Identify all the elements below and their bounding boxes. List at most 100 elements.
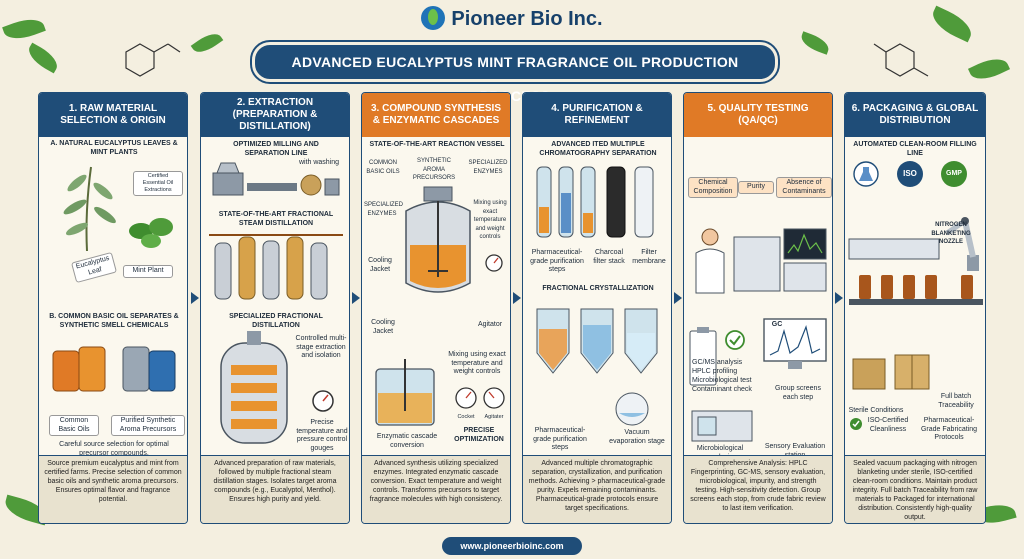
step-3-footer: Advanced synthesis utilizing specialized… <box>362 455 510 523</box>
step-4-panel: 4. PURIFICATION & REFINEMENT ADVANCED IT… <box>522 92 672 524</box>
enzymes-label-b: SPECIALIZED ENZYMES <box>364 202 404 217</box>
enzymes-label-a: SPECIALIZED ENZYMES <box>468 160 508 175</box>
step-6-body: AUTOMATED CLEAN-ROOM FILLING LINE ISO GM… <box>845 137 985 455</box>
vacuum-evaporator-icon <box>615 392 649 426</box>
distillation-vessel-icon <box>220 331 288 444</box>
step-1-sub-a: A. NATURAL EUCALYPTUS LEAVES & MINT PLAN… <box>50 140 178 156</box>
step-2-panel: 2. EXTRACTION (PREPARATION & DISTILLATIO… <box>200 92 350 524</box>
shipping-box-icon <box>852 354 930 390</box>
charcoal-label: Charcoal filter stack <box>593 249 625 265</box>
microbiology-lab-icon <box>691 410 753 442</box>
fractional-distillation-label: SPECIALIZED FRACTIONAL DISTILLATION <box>229 313 323 329</box>
flask-icon <box>853 161 879 187</box>
crystallization-label: FRACTIONAL CRYSTALLIZATION <box>542 285 654 292</box>
chromatography-label: ADVANCED ITED MULTIPLE CHROMATOGRAPHY SE… <box>539 141 657 157</box>
milling-line-label: OPTIMIZED MILLING AND SEPARATION LINE <box>233 141 319 157</box>
flow-arrow-icon <box>352 292 360 304</box>
eucalyptus-leaf-tag: Eucalyptus Leaf <box>70 251 118 284</box>
gauges-label: Precise temperature and pressure control… <box>296 419 348 452</box>
clipboard-icon <box>689 327 717 386</box>
step-6-footer: Sealed vacuum packaging with nitrogen bl… <box>845 455 985 523</box>
step-4-footer: Advanced multiple chromatographic separa… <box>523 455 671 523</box>
molecule-right <box>873 43 929 77</box>
checklist-item: Microbiological test <box>692 377 752 384</box>
step-1-panel: 1. RAW MATERIAL SELECTION & ORIGIN A. NA… <box>38 92 188 524</box>
flow-arrow-icon <box>835 292 843 304</box>
eucalyptus-branch-icon <box>63 166 116 252</box>
multistage-label: Controlled multi-stage extraction and is… <box>295 335 347 359</box>
brand-header: Pioneer Bio Inc. <box>0 6 1024 31</box>
common-oils-tag: Common Basic Oils <box>49 415 99 436</box>
flow-arrow-icon <box>674 292 682 304</box>
vacuum-label: Vacuum evaporation stage <box>609 429 665 445</box>
step-2-footer: Advanced preparation of raw materials, f… <box>201 455 349 523</box>
gauge-label-b: Agitater <box>484 414 504 420</box>
flow-arrow-icon <box>191 292 199 304</box>
step-5-header: 5. QUALITY TESTING (QA/QC) <box>684 93 832 137</box>
flow-arrow-icon <box>513 292 521 304</box>
mixing-label-a: Mixing using exact temperature and weigh… <box>473 200 507 240</box>
qa-chip-purity: Purity <box>738 181 774 194</box>
nitrogen-nozzle-label: NITROGEN BLANKETING NOZZLE <box>931 222 971 245</box>
agitator-label: Agitator <box>477 321 503 328</box>
checklist-item: Contaminant check <box>692 386 752 393</box>
molecule-left <box>125 43 181 77</box>
precursor-tag: Purified Synthetic Aroma Precursors <box>111 415 185 436</box>
gc-label: GC <box>771 321 783 328</box>
chromatography-columns-icon <box>536 166 654 238</box>
basic-oils-label: COMMON BASIC OILS <box>366 160 400 175</box>
membrane-label: Filter membrane <box>632 249 666 265</box>
traceability-label: Full batch Traceability <box>938 393 974 409</box>
checklist-item: GC/MS analysis <box>692 359 743 366</box>
enzymatic-tank-icon <box>375 359 435 426</box>
step-1-body: A. NATURAL EUCALYPTUS LEAVES & MINT PLAN… <box>39 137 187 457</box>
certified-check-icon <box>850 418 862 430</box>
checklist-item: HPLC profiling <box>692 368 738 375</box>
leaf-decoration <box>24 42 62 74</box>
steam-distillation-label: STATE-OF-THE-ART FRACTIONAL STEAM DISTIL… <box>218 211 334 227</box>
website-url[interactable]: www.pioneerbioinc.com <box>442 537 582 555</box>
iso-certified-label: ISO-Certified Cleanliness <box>867 417 909 433</box>
step-4-body: ADVANCED ITED MULTIPLE CHROMATOGRAPHY SE… <box>523 137 671 455</box>
cooling-jacket-label-a: Cooling Jacket <box>368 257 392 273</box>
step-1-sub-b: B. COMMON BASIC OIL SEPARATES & SYNTHETI… <box>49 313 179 329</box>
step-6-panel: 6. PACKAGING & GLOBAL DISTRIBUTION AUTOM… <box>844 92 986 524</box>
qa-chip-contaminants: Absence of Contaminants <box>776 177 832 198</box>
filling-line-label: AUTOMATED CLEAN-ROOM FILLING LINE <box>853 141 977 157</box>
step-2-header: 2. EXTRACTION (PREPARATION & DISTILLATIO… <box>201 93 349 137</box>
step-6-header: 6. PACKAGING & GLOBAL DISTRIBUTION <box>845 93 985 137</box>
cooling-jacket-label-b: Cooling Jacket <box>371 319 395 335</box>
iso-badge-icon: ISO <box>897 161 923 187</box>
step-5-body: Chemical Composition Purity Absence of C… <box>684 137 832 461</box>
pharma-steps-label-b: Pharmaceutical-grade purification steps <box>533 427 587 451</box>
mint-plant-tag: Mint Plant <box>123 265 173 278</box>
precursors-label: SYNTHETIC AROMA PRECURSORS <box>412 158 456 181</box>
step-3-header: 3. COMPOUND SYNTHESIS & ENZYMATIC CASCAD… <box>362 93 510 137</box>
cascade-label: Enzymatic cascade conversion <box>376 433 438 449</box>
gmp-badge-icon: GMP <box>941 161 967 187</box>
step-1-note: Careful source selection for optimal pre… <box>59 441 169 457</box>
step-5-footer: Comprehensive Analysis: HPLC Fingerprint… <box>684 455 832 523</box>
step-3-panel: 3. COMPOUND SYNTHESIS & ENZYMATIC CASCAD… <box>361 92 511 524</box>
step-5-panel: 5. QUALITY TESTING (QA/QC) Chemical Comp… <box>683 92 833 524</box>
gc-ms-instrument-icon <box>733 228 827 292</box>
mint-plant-icon <box>129 218 173 248</box>
temperature-gauges-icon <box>455 387 505 409</box>
step-1-header: 1. RAW MATERIAL SELECTION & ORIGIN <box>39 93 187 137</box>
steam-distillation-columns-icon <box>209 234 343 300</box>
leaf-decoration <box>190 28 224 58</box>
sterile-label: Sterile Conditions <box>848 407 904 414</box>
group-screens-label: Group screens each step <box>775 385 821 401</box>
qa-chip-composition: Chemical Composition <box>688 177 738 198</box>
crystallization-vessels-icon <box>536 308 658 374</box>
milling-machine-icon <box>212 162 340 196</box>
pharma-steps-label: Pharmaceutical-grade purification steps <box>530 249 584 273</box>
lab-scientist-icon <box>695 228 725 294</box>
gauge-label-a: Cocket <box>457 414 475 420</box>
mixing-label-b: Mixing using exact temperature and weigh… <box>448 351 506 375</box>
certificate-label: Certified Essential Oil Extractions <box>133 171 183 196</box>
leaf-decoration <box>967 52 1011 86</box>
reaction-vessel-icon <box>405 186 471 293</box>
page-title: ADVANCED EUCALYPTUS MINT FRAGRANCE OIL P… <box>250 40 780 104</box>
filling-conveyor-icon <box>848 238 983 305</box>
